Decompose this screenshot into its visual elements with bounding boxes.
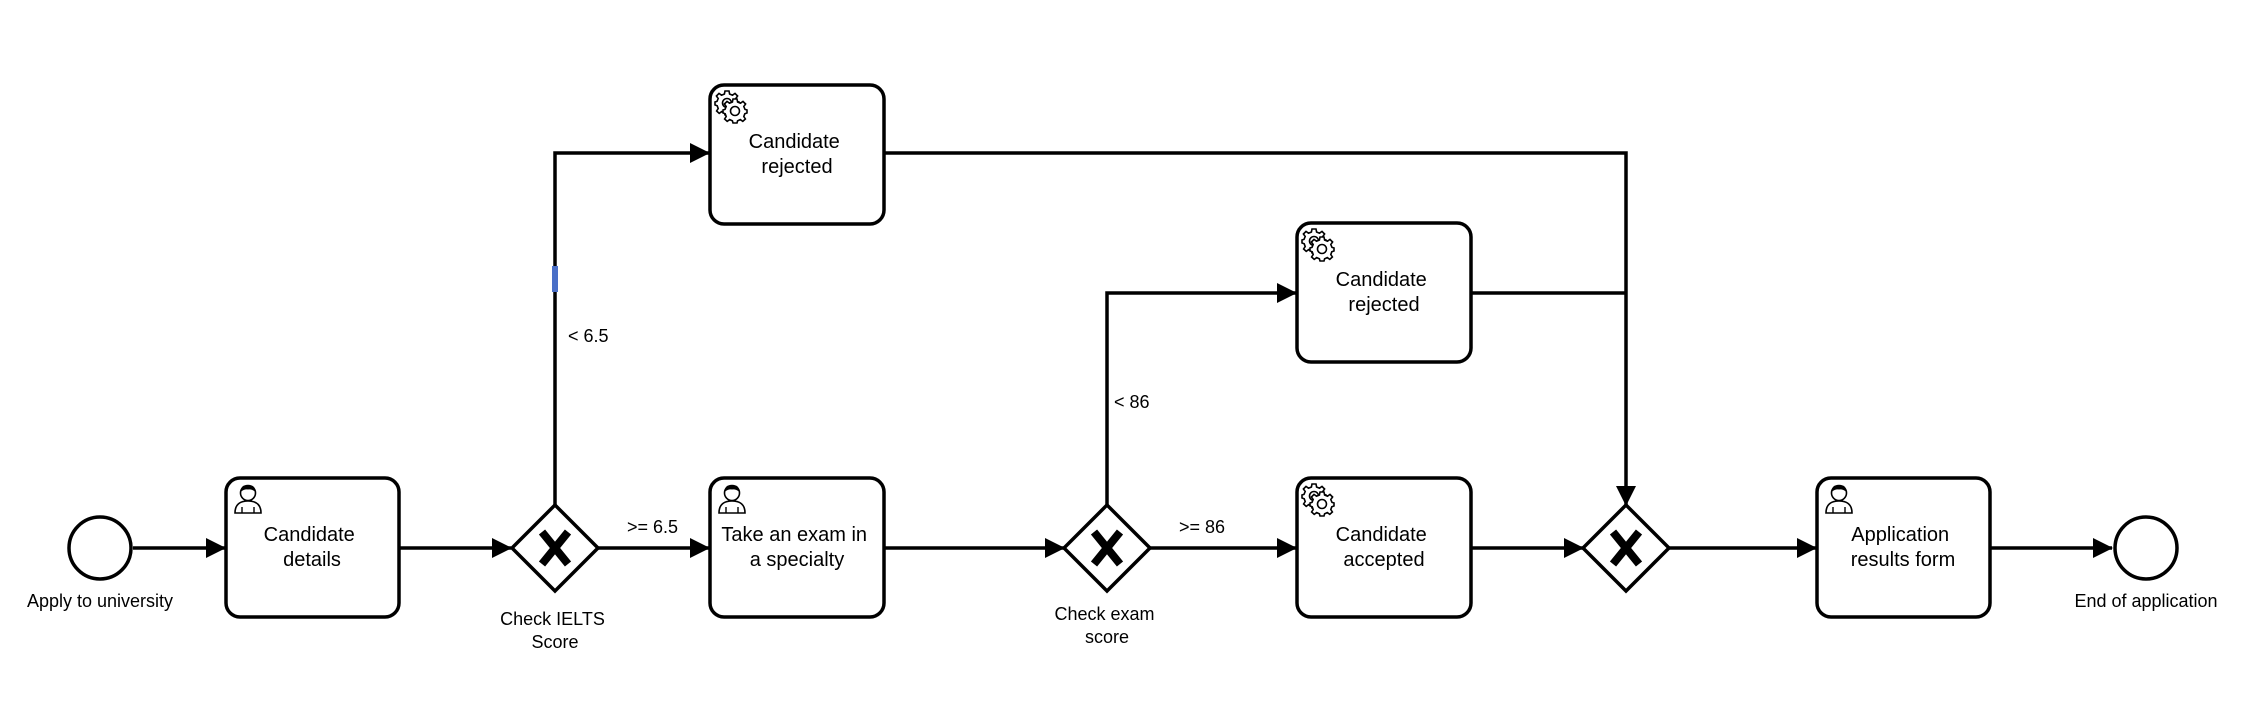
gateway-ielts-label: Check IELTS Score [500,609,610,652]
gateway-exam-label: Check exam score [1054,604,1159,647]
condition-exam-high: >= 86 [1179,517,1225,537]
gateway-check-exam[interactable] [1061,502,1153,594]
task-results-form-line2: results form [1851,549,1955,571]
condition-ielts-high: >= 6.5 [627,517,678,537]
svg-text:Application results form: Application results form [1851,524,1955,571]
condition-ielts-low: < 6.5 [568,326,609,346]
gateway-check-ielts[interactable] [509,502,601,594]
task-rejected-mid-line2: rejected [1348,294,1419,316]
gateway-merge[interactable] [1580,502,1672,594]
end-event[interactable] [2113,515,2179,581]
task-candidate-details-line1: Candidate [264,524,355,546]
svg-text:Candidate rejected: Candidate rejected [749,131,846,178]
flow-exam-low-to-rejected[interactable] [1105,283,1297,505]
x-icon [1090,529,1124,567]
task-rejected-mid-line1: Candidate [1336,269,1427,291]
start-event-label: Apply to university [27,591,173,611]
svg-text:Candidate rejected: Candidate rejected [1336,269,1433,316]
end-event-label: End of application [2074,591,2217,611]
svg-text:Candidate details: Candidate details [264,524,361,571]
task-take-exam[interactable]: Take an exam in a specialty [708,476,886,619]
start-event[interactable] [67,515,133,581]
svg-text:Take an exam in a specia: Take an exam in a specialty [721,524,872,571]
task-application-results-form[interactable]: Application results form [1815,476,1992,619]
task-accepted-line2: accepted [1343,549,1424,571]
task-rejected-top-line1: Candidate [749,131,840,153]
selection-marker[interactable] [552,266,558,292]
sequence-flows [133,143,2113,558]
task-candidate-details-line2: details [283,549,341,571]
x-icon [538,529,572,567]
flow-rejected-top-to-merge[interactable] [884,151,1636,506]
flow-ielts-low-to-rejected[interactable] [553,143,710,505]
task-results-form-line1: Application [1851,524,1949,546]
x-icon [1609,529,1643,567]
svg-text:Candidate accepted: Candidate accepted [1336,524,1433,571]
task-candidate-details[interactable]: Candidate details [224,476,401,619]
task-take-exam-line2: a specialty [750,549,845,571]
task-candidate-accepted[interactable]: Candidate accepted [1295,476,1473,619]
task-candidate-rejected-mid[interactable]: Candidate rejected [1295,221,1473,364]
task-take-exam-line1: Take an exam in [721,524,867,546]
task-rejected-top-line2: rejected [761,156,832,178]
task-accepted-line1: Candidate [1336,524,1427,546]
condition-exam-low: < 86 [1114,392,1150,412]
task-candidate-rejected-top[interactable]: Candidate rejected [708,83,886,226]
